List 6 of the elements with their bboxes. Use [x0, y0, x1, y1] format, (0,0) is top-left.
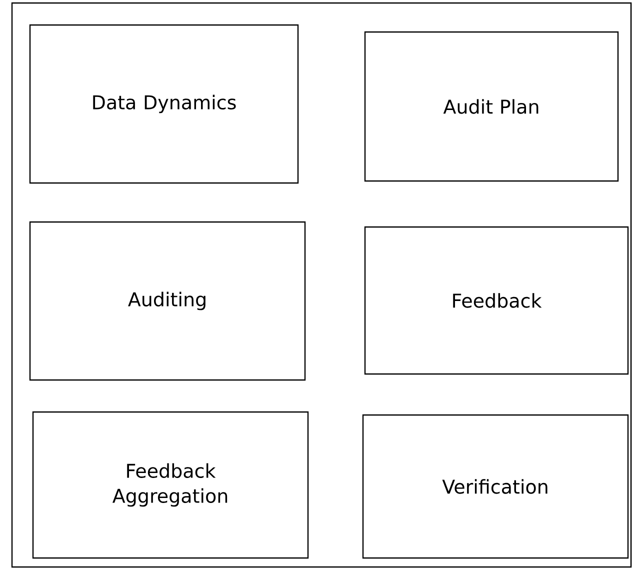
process-box: Feedback Aggregation: [32, 411, 309, 559]
process-box: Data Dynamics: [29, 24, 299, 184]
process-box: Feedback: [364, 226, 629, 375]
process-box: Auditing: [29, 221, 306, 381]
process-box: Verification: [362, 414, 629, 559]
process-box: Audit Plan: [364, 31, 619, 182]
